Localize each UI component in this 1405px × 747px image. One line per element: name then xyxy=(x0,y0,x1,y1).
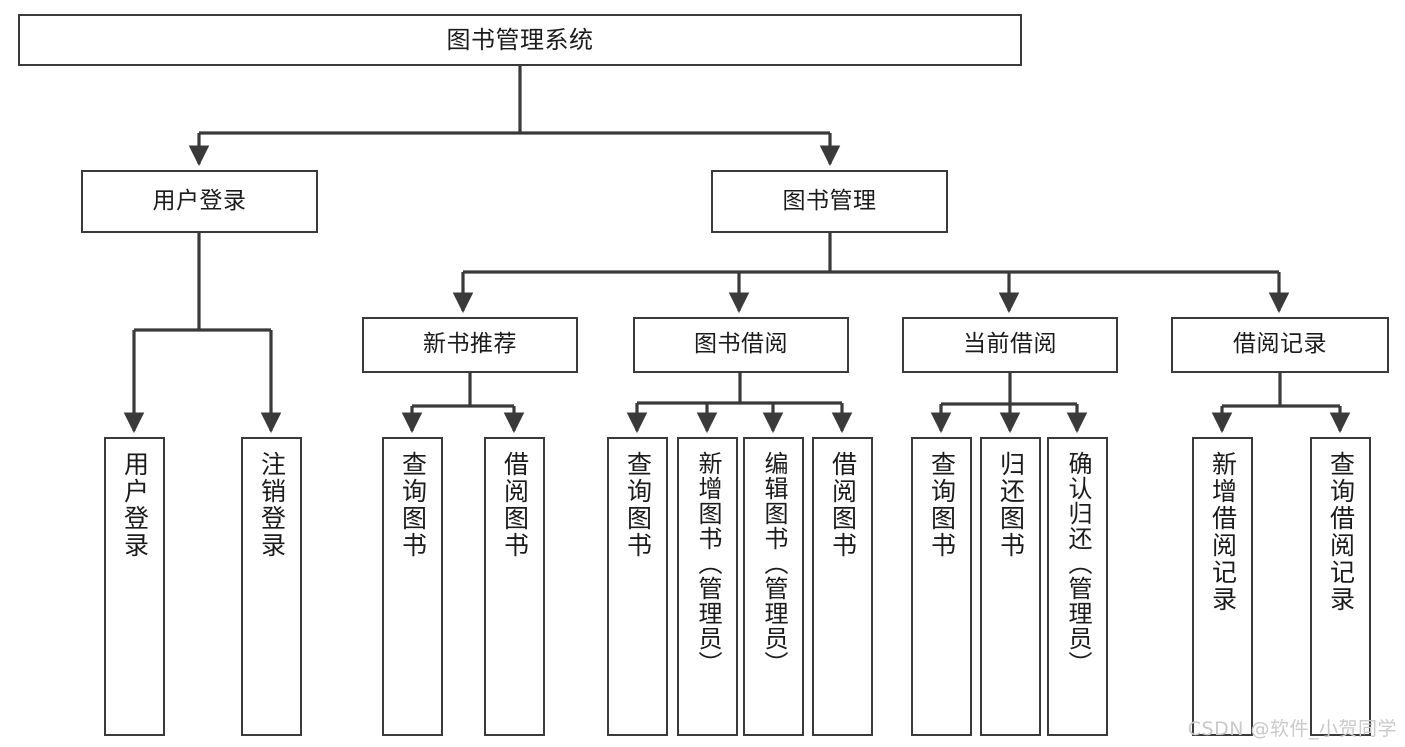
node-book-management[interactable]: 图书管理 xyxy=(711,170,948,233)
leaf-borrow-book-recommend[interactable]: 借阅图书 xyxy=(484,437,545,736)
node-label: 借阅记录 xyxy=(1233,331,1327,358)
leaf-user-login[interactable]: 用户登录 xyxy=(104,437,165,736)
node-label: 查询图书 xyxy=(398,451,428,559)
node-book-borrow[interactable]: 图书借阅 xyxy=(633,317,849,373)
node-label: 借阅图书 xyxy=(500,451,530,559)
node-label: 用户登录 xyxy=(120,451,150,559)
csdn-watermark: CSDN @软件_小贺同学 xyxy=(1187,718,1397,740)
leaf-query-book-recommend[interactable]: 查询图书 xyxy=(382,437,443,736)
node-label: 查询借阅记录 xyxy=(1326,451,1356,613)
node-label: 图书管理系统 xyxy=(446,25,594,54)
node-label: 编辑图书（管理员） xyxy=(759,451,788,676)
leaf-add-borrow-record[interactable]: 新增借阅记录 xyxy=(1192,437,1253,736)
node-label: 归还图书 xyxy=(996,451,1026,559)
node-label: 确认归还（管理员） xyxy=(1063,451,1092,676)
node-label: 当前借阅 xyxy=(963,331,1057,358)
node-borrow-record[interactable]: 借阅记录 xyxy=(1171,317,1389,373)
node-label: 借阅图书 xyxy=(828,451,858,559)
leaf-query-borrow-record[interactable]: 查询借阅记录 xyxy=(1310,437,1371,736)
node-root-book-management-system[interactable]: 图书管理系统 xyxy=(18,14,1022,66)
node-label: 新增借阅记录 xyxy=(1208,451,1238,613)
node-label: 图书借阅 xyxy=(694,331,788,358)
leaf-add-book-admin[interactable]: 新增图书（管理员） xyxy=(677,437,738,736)
leaf-confirm-return-admin[interactable]: 确认归还（管理员） xyxy=(1047,437,1108,736)
leaf-logout-login[interactable]: 注销登录 xyxy=(241,437,302,736)
node-new-book-recommend[interactable]: 新书推荐 xyxy=(362,317,578,373)
node-label: 用户登录 xyxy=(152,187,247,214)
node-user-login[interactable]: 用户登录 xyxy=(81,170,318,233)
node-label: 注销登录 xyxy=(257,451,287,559)
node-label: 新增图书（管理员） xyxy=(693,451,722,676)
leaf-return-book[interactable]: 归还图书 xyxy=(980,437,1041,736)
leaf-query-book-current[interactable]: 查询图书 xyxy=(911,437,972,736)
leaf-borrow-book[interactable]: 借阅图书 xyxy=(812,437,873,736)
node-label: 图书管理 xyxy=(782,187,877,214)
leaf-edit-book-admin[interactable]: 编辑图书（管理员） xyxy=(743,437,804,736)
node-label: 查询图书 xyxy=(623,451,653,559)
node-current-borrow[interactable]: 当前借阅 xyxy=(902,317,1118,373)
node-label: 查询图书 xyxy=(927,451,957,559)
node-label: 新书推荐 xyxy=(423,331,517,358)
leaf-query-book-borrow[interactable]: 查询图书 xyxy=(607,437,668,736)
